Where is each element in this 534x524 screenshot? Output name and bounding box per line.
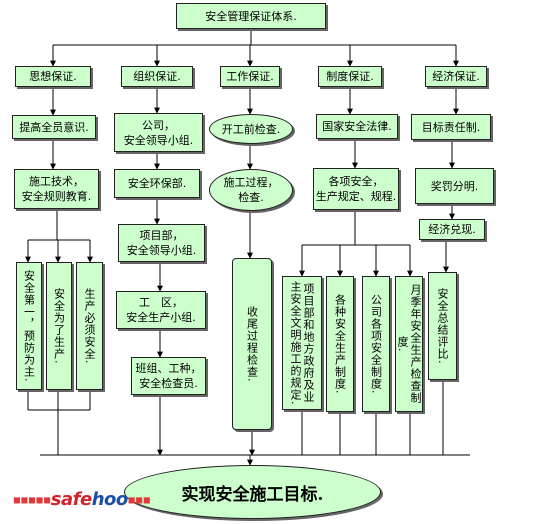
slogan-production-safe: 生产必须安全. (76, 262, 103, 390)
watermark-dots-right: ■■■ (127, 495, 151, 505)
watermark-safe: safe (50, 489, 92, 510)
pre-construction-check-oval: 开工前检查. (209, 114, 293, 144)
safehoo-watermark: ■■■■■safehoo■■■ (13, 489, 150, 510)
regulations-box: 各项安全， 生产规定、规程. (313, 168, 399, 210)
header-system: 制度保证. (318, 66, 382, 87)
construction-process-check-oval: 施工过程， 检查. (209, 169, 293, 211)
economic-fulfillment-box: 经济兑现. (419, 219, 485, 240)
goal-oval: 实现安全施工目标. (124, 465, 381, 519)
watermark-hoo: hoo (91, 489, 129, 510)
safety-production-system-box: 各种安全生产制度. (326, 276, 354, 412)
safety-summary-appraisal-box: 安全总结评比. (428, 272, 457, 380)
responsibility-system-box: 目标责任制. (411, 114, 491, 140)
awareness-box: 提高全员意识. (12, 115, 96, 139)
team-inspector-box: 班组、工种， 安全检查员. (131, 357, 206, 395)
reward-penalty-box: 奖罚分明. (415, 168, 494, 204)
company-safety-system-box: 公司各项安全制度. (362, 276, 390, 412)
header-ideology: 思想保证. (15, 66, 91, 87)
watermark-dots-left: ■■■■■ (13, 495, 51, 505)
header-work: 工作保证. (220, 66, 280, 87)
header-economy: 经济保证. (425, 66, 487, 87)
national-law-box: 国家安全法律. (316, 114, 398, 139)
project-gov-rules-box: 项目部和地方政府及业主安全文明施工的规定. (282, 276, 322, 410)
education-box: 施工技术， 安全规则教育. (14, 169, 99, 209)
project-leader-group-box: 项目部， 安全领导小组. (118, 224, 205, 262)
slogan-safety-for-production: 安全为了生产. (46, 262, 72, 390)
env-safety-dept-box: 安全环保部. (114, 169, 200, 198)
periodic-inspection-system-box: 月季年安全生产检查制度. (395, 276, 423, 412)
work-area-group-box: 工 区， 安全生产小组. (116, 291, 206, 329)
header-organization: 组织保证. (121, 66, 193, 87)
company-leader-group-box: 公司， 安全领导小组. (114, 113, 203, 152)
closing-process-check-scroll: 收尾过程检查. (232, 258, 272, 430)
title-box: 安全管理保证体系. (176, 3, 326, 29)
slogan-safety-first: 安全第一，预防为主. (16, 262, 42, 390)
